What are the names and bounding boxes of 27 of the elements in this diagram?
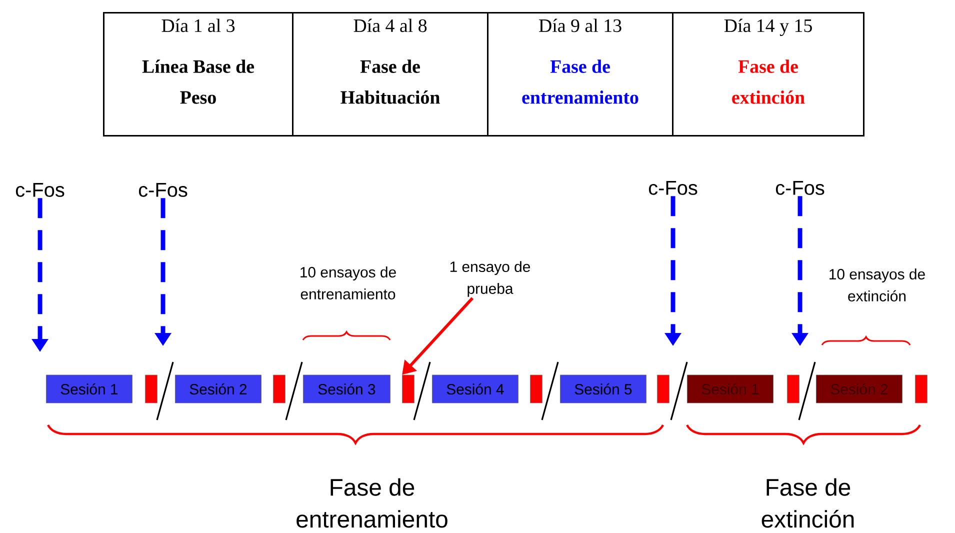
brace-label: 10 ensayos de entrenamiento bbox=[300, 266, 396, 300]
session-box: Sesión 1 bbox=[687, 374, 774, 404]
session-box: Sesión 1 bbox=[46, 374, 132, 404]
trial-bar bbox=[915, 374, 928, 404]
phase-box: Día 1 al 3 Línea Base de Peso bbox=[103, 12, 294, 136]
marker-label: c-Fos bbox=[648, 181, 698, 195]
session-box: Sesión 3 bbox=[303, 374, 390, 404]
marker-label: c-Fos bbox=[776, 181, 824, 195]
trial-bar bbox=[402, 374, 414, 404]
trial-bar bbox=[787, 374, 800, 404]
phase-box: Día 14 y 15 Fase de extinción bbox=[672, 12, 864, 136]
session-box: Sesión 2 bbox=[816, 374, 902, 404]
trial-bar bbox=[657, 374, 670, 404]
trial-bar bbox=[145, 374, 158, 404]
session-box: Sesión 2 bbox=[175, 374, 262, 404]
marker-label: c-Fos bbox=[138, 183, 188, 197]
trial-bar bbox=[273, 374, 286, 404]
session-box: Sesión 4 bbox=[432, 374, 518, 404]
brace-label: 10 ensayos de extinción bbox=[830, 268, 925, 302]
note-label: 1 ensayo de prueba bbox=[450, 261, 530, 297]
marker-label: c-Fos bbox=[16, 183, 64, 197]
session-box: Sesión 5 bbox=[560, 374, 646, 404]
phase-box: Día 9 al 13 Fase de entrenamiento bbox=[487, 12, 674, 136]
trial-bar bbox=[530, 374, 542, 404]
phase-box: Día 4 al 8 Fase de Habituación bbox=[292, 12, 488, 136]
brace-label: Fase de extinción bbox=[762, 478, 854, 528]
brace-label: Fase de entrenamiento bbox=[296, 478, 448, 528]
